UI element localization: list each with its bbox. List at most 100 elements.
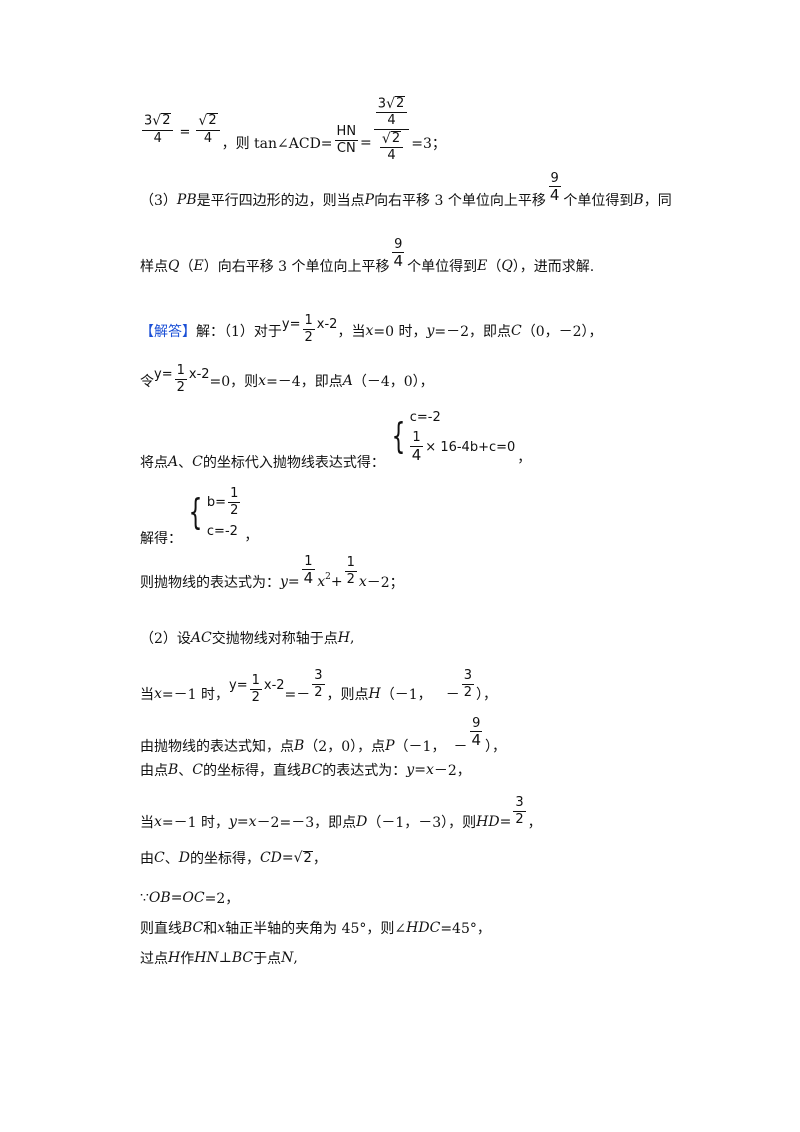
text: ，则点 <box>326 687 369 704</box>
denominator: 2 <box>515 811 524 827</box>
text: ）， <box>475 687 497 704</box>
text: + <box>330 574 343 590</box>
var: P <box>364 192 375 208</box>
perp-symbol: ⊥ <box>218 950 232 966</box>
compound-fraction: 3√2 4 √2 4 <box>373 95 410 164</box>
radicand: 2 <box>302 850 313 866</box>
var: H <box>337 630 350 646</box>
var: N <box>281 950 294 966</box>
text: （2，0），点 <box>304 739 386 755</box>
equals-sign: = <box>360 135 372 152</box>
radical-icon: √ <box>386 95 395 112</box>
text: 交抛物线对称轴于点 <box>211 631 338 647</box>
var: H <box>168 950 181 966</box>
var: BC <box>231 950 254 966</box>
denominator: 4 <box>153 130 162 146</box>
numerator: 1 <box>344 554 357 572</box>
var: AC <box>190 630 212 646</box>
text: ），进而求解. <box>512 259 595 275</box>
text: 个单位得到 <box>563 193 634 209</box>
line-ob-oc: ∵OB=OC=2， <box>140 888 239 908</box>
denominator: 4 <box>203 130 213 146</box>
text: 和 <box>203 921 218 937</box>
text: =0 时， <box>373 324 427 341</box>
text: 是平行四边形的边，则当点 <box>196 193 365 209</box>
text: = <box>281 850 294 866</box>
text: ）向右平移 3 个单位向上平移 <box>203 259 390 275</box>
fraction-3-over-2: 3 2 <box>312 668 325 699</box>
text: 当 <box>140 687 154 704</box>
var: HD <box>476 814 500 830</box>
fraction-1-over-2: 1 2 <box>249 674 262 704</box>
numerator: HN <box>334 124 359 141</box>
text: 、 <box>178 763 193 779</box>
var: B <box>633 192 644 208</box>
fraction-sqrt2-over-4: √2 4 <box>196 113 220 146</box>
text: ， <box>244 528 259 544</box>
text: 由点 <box>140 763 168 779</box>
expr: b= <box>206 495 227 510</box>
text: （－1， <box>380 687 432 704</box>
var: x <box>425 762 434 778</box>
var: D <box>356 814 368 830</box>
numerator: 1 <box>228 486 241 503</box>
var: Q <box>501 258 513 274</box>
fraction-1-over-4: 1 4 <box>302 555 316 587</box>
denominator: 4 <box>471 731 482 750</box>
text: （ <box>487 259 502 275</box>
equation-system: { c=-2 1 4 × 16-4b+c=0 <box>387 410 515 463</box>
denominator: 4 <box>387 148 396 164</box>
fraction-1-over-2: 1 2 <box>228 486 241 517</box>
var: BC <box>301 762 323 778</box>
answer-tag: 【解答】 <box>140 324 196 341</box>
text: （2）设 <box>140 631 191 647</box>
fraction-sqrt2-over-4: √2 4 <box>379 130 404 164</box>
var: y <box>426 323 435 340</box>
numerator: 1 <box>410 430 423 447</box>
numerator: 3 <box>312 668 325 685</box>
var: OC <box>182 890 205 906</box>
text: =－1 时， <box>161 687 229 704</box>
text: = <box>414 762 426 778</box>
var: x <box>217 920 226 936</box>
fraction-1-over-2: 1 2 <box>174 364 187 394</box>
text: 、 <box>164 851 179 867</box>
text: =－4，即点 <box>266 374 343 391</box>
left-brace-icon: { <box>188 492 203 533</box>
var: HN <box>194 950 219 966</box>
denominator: 4 <box>393 252 404 271</box>
var: A <box>168 454 179 470</box>
text: = <box>170 890 183 906</box>
denominator: 4 <box>549 186 560 205</box>
text: （ <box>179 259 194 275</box>
text: 则直线 <box>140 921 182 937</box>
text: 轴正半轴的夹角为 45°，则∠ <box>225 921 407 937</box>
text: 样点 <box>140 259 168 275</box>
expr: x-2 <box>263 677 285 693</box>
var: OB <box>148 890 171 906</box>
solution-b: b= 1 2 <box>207 487 242 517</box>
text: = <box>287 574 300 590</box>
var: x <box>248 814 257 830</box>
expr: y= <box>229 677 248 693</box>
text: ， <box>517 450 532 466</box>
fraction-9-over-4: 9 4 <box>392 238 406 270</box>
text: =－2，即点 <box>434 324 512 341</box>
var: E <box>193 258 204 274</box>
denominator: 4 <box>303 569 314 588</box>
text: =2， <box>204 891 240 907</box>
fraction-9-over-4: 9 4 <box>469 717 483 749</box>
text: ，当 <box>337 324 366 341</box>
text: = <box>499 814 512 830</box>
left-brace-icon: { <box>391 415 406 457</box>
equals-sign: = <box>179 125 191 141</box>
numerator: 3 <box>377 96 387 112</box>
var: x <box>358 574 367 590</box>
text: 过点 <box>140 951 168 967</box>
numerator: 1 <box>302 553 315 571</box>
